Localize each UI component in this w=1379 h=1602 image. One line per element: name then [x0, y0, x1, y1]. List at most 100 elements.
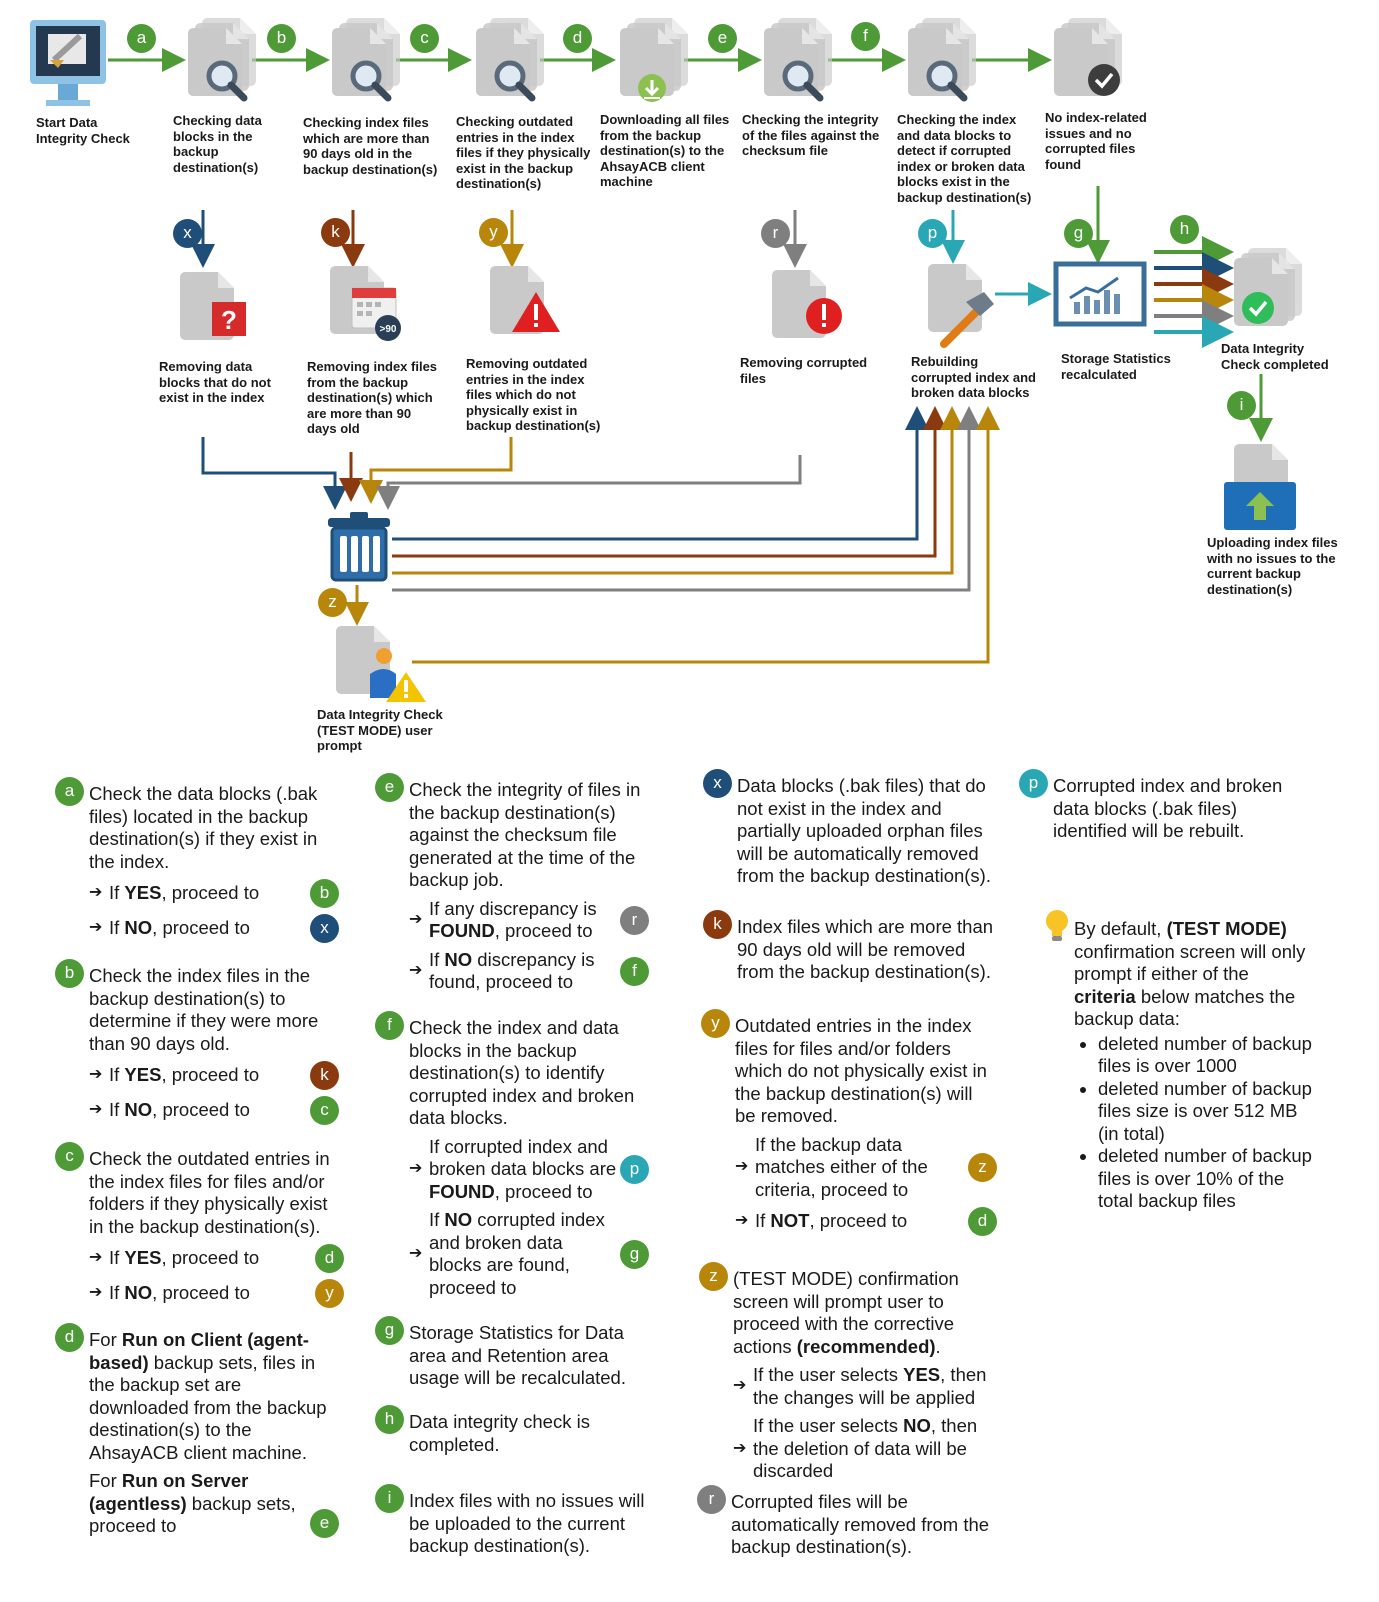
- document-checkmark-icon: [1054, 18, 1122, 96]
- document-magnifier-icon: [908, 18, 976, 98]
- legend-tip: By default, (TEST MODE) confirmation scr…: [1046, 910, 1314, 1213]
- computer-monitor-icon: [30, 20, 106, 106]
- document-magnifier-icon: [188, 18, 256, 98]
- legend-f: f Check the index and data blocks in the…: [375, 1011, 649, 1299]
- document-hammer-icon: [928, 264, 994, 348]
- legend-r: r Corrupted files will be automatically …: [697, 1485, 993, 1559]
- legend-z-text: (TEST MODE) confirmation screen will pro…: [733, 1268, 959, 1357]
- criteria-list: deleted number of backup files is over 1…: [1074, 1033, 1314, 1213]
- legend-a-no-badge: x: [310, 914, 339, 943]
- legend-d-badge: e: [310, 1508, 339, 1538]
- document-upload-icon: [1224, 444, 1296, 530]
- label-completed: Data Integrity Check completed: [1221, 341, 1329, 372]
- document-warning-icon: [490, 266, 560, 334]
- legend-tip-text: By default, (TEST MODE) confirmation scr…: [1074, 918, 1306, 1029]
- legend-badge-c: c: [55, 1142, 84, 1171]
- legend-f-none-badge: g: [620, 1239, 649, 1269]
- legend-y-not-badge: d: [968, 1207, 997, 1236]
- legend-f-text: Check the index and data blocks in the b…: [409, 1017, 635, 1128]
- light-bulb-icon: [1046, 910, 1068, 941]
- badge-e: e: [708, 24, 737, 53]
- legend-badge-p: p: [1019, 769, 1048, 798]
- legend-y-match-badge: z: [968, 1152, 997, 1182]
- criteria-item: deleted number of backup files is over 1…: [1098, 1033, 1314, 1078]
- legend-c-text: Check the outdated entries in the index …: [89, 1148, 330, 1237]
- badge-c: c: [410, 24, 439, 53]
- label-step-d: Checking outdated entries in the index f…: [456, 114, 591, 191]
- calendar-days-label: >90: [380, 324, 397, 335]
- badge-b: b: [267, 24, 296, 53]
- badge-x: x: [173, 219, 202, 248]
- legend-badge-b: b: [55, 959, 84, 988]
- label-remove-r: Removing corrupted files: [740, 355, 868, 386]
- legend-badge-y: y: [701, 1009, 730, 1038]
- document-error-icon: [772, 270, 842, 338]
- criteria-item: deleted number of backup files size is o…: [1098, 1078, 1314, 1146]
- legend-h: h Data integrity check is completed.: [375, 1405, 649, 1456]
- legend-badge-e: e: [375, 773, 404, 802]
- label-step-f: Checking the integrity of the files agai…: [742, 112, 880, 158]
- badge-i: i: [1227, 391, 1256, 420]
- legend-c-no-badge: y: [315, 1279, 344, 1308]
- legend-c-yes-badge: d: [315, 1244, 344, 1273]
- legend-a-text: Check the data blocks (.bak files) locat…: [89, 783, 318, 872]
- legend-b-no-badge: c: [310, 1096, 339, 1125]
- legend-e-found-badge: r: [620, 905, 649, 935]
- legend-badge-z: z: [699, 1262, 728, 1291]
- legend-x: x Data blocks (.bak files) that do not e…: [703, 769, 1002, 888]
- legend-badge-f: f: [375, 1011, 404, 1040]
- document-stack-check-icon: [1234, 248, 1302, 326]
- legend-f-found-badge: p: [620, 1154, 649, 1184]
- label-rebuild: Rebuilding corrupted index and broken da…: [911, 354, 1036, 400]
- label-start: Start Data Integrity Check: [36, 115, 130, 146]
- legend-k: k Index files which are more than 90 day…: [703, 910, 1002, 984]
- legend-badge-r: r: [697, 1485, 726, 1514]
- label-remove-x: Removing data blocks that do not exist i…: [159, 359, 271, 405]
- badge-r: r: [761, 219, 790, 248]
- badge-f: f: [851, 22, 880, 51]
- label-step-c: Checking index files which are more than…: [303, 115, 438, 177]
- legend-z: z (TEST MODE) confirmation screen will p…: [699, 1262, 995, 1483]
- legend-h-text: Data integrity check is completed.: [409, 1411, 590, 1455]
- label-no-issues: No index-related issues and no corrupted…: [1045, 110, 1147, 172]
- legend-badge-i: i: [375, 1484, 404, 1513]
- badge-h: h: [1170, 215, 1199, 244]
- legend-badge-k: k: [703, 910, 732, 939]
- label-stats: Storage Statistics recalculated: [1061, 351, 1171, 382]
- chart-monitor-icon: [1053, 261, 1147, 327]
- criteria-item: deleted number of backup files is over 1…: [1098, 1145, 1314, 1213]
- legend-d: d For Run on Client (agent-based) backup…: [55, 1323, 339, 1538]
- legend-g: g Storage Statistics for Data area and R…: [375, 1316, 649, 1390]
- legend-i: i Index files with no issues will be upl…: [375, 1484, 669, 1558]
- legend-g-text: Storage Statistics for Data area and Ret…: [409, 1322, 626, 1388]
- legend-d-text-1: For Run on Client (agent-based) backup s…: [89, 1329, 327, 1463]
- legend-badge-h: h: [375, 1405, 404, 1434]
- legend-badge-g: g: [375, 1316, 404, 1345]
- legend-b-text: Check the index files in the backup dest…: [89, 965, 319, 1054]
- badge-a: a: [127, 24, 156, 53]
- label-upload: Uploading index files with no issues to …: [1207, 535, 1338, 597]
- legend-a-yes-badge: b: [310, 879, 339, 908]
- badge-d: d: [563, 24, 592, 53]
- label-step-e: Downloading all files from the backup de…: [600, 112, 730, 189]
- legend-e-none-badge: f: [620, 956, 649, 986]
- legend-c: c Check the outdated entries in the inde…: [55, 1142, 344, 1308]
- document-magnifier-icon: [476, 18, 544, 98]
- legend-k-text: Index files which are more than 90 days …: [737, 916, 994, 982]
- legend-a: a Check the data blocks (.bak files) loc…: [55, 777, 339, 943]
- label-step-g: Checking the index and data blocks to de…: [897, 112, 1032, 205]
- legend-r-text: Corrupted files will be automatically re…: [731, 1491, 990, 1557]
- legend-p: p Corrupted index and broken data blocks…: [1019, 769, 1313, 843]
- legend-x-text: Data blocks (.bak files) that do not exi…: [737, 775, 991, 886]
- trash-bin-icon: [328, 512, 390, 582]
- label-prompt: Data Integrity Check (TEST MODE) user pr…: [317, 707, 443, 753]
- legend-y-text: Outdated entries in the index files for …: [735, 1015, 987, 1126]
- document-download-icon: [620, 18, 688, 102]
- label-remove-y: Removing outdated entries in the index f…: [466, 356, 601, 433]
- legend-p-text: Corrupted index and broken data blocks (…: [1053, 775, 1283, 841]
- legend-badge-a: a: [55, 777, 84, 806]
- legend-b: b Check the index files in the backup de…: [55, 959, 339, 1125]
- badge-y: y: [479, 218, 508, 247]
- badge-z: z: [318, 588, 347, 617]
